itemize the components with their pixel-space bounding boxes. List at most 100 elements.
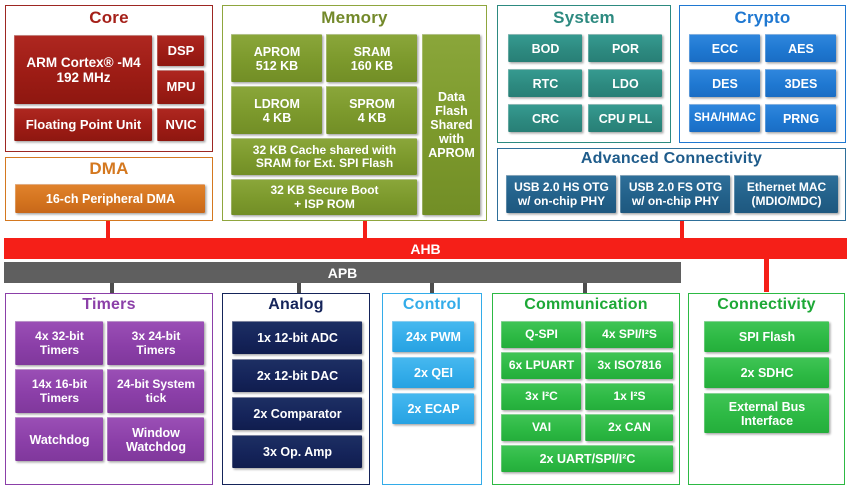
block-line: ECC <box>711 41 739 56</box>
block-line: POR <box>611 41 640 56</box>
block-line: 1x 12-bit ADC <box>257 331 338 345</box>
block-line: 160 KB <box>350 58 394 73</box>
block-line: MPU <box>166 79 196 95</box>
block-line: 24x PWM <box>406 330 461 344</box>
block-secure-boot-isp-rom: 32 KB Secure Boot + ISP ROM <box>231 179 417 215</box>
block-line: (MDIO/MDC) <box>751 193 822 208</box>
block-sprom: SPROM 4 KB <box>326 86 417 134</box>
block-ecc: ECC <box>689 34 760 62</box>
block-3x-iso7816: 3x ISO7816 <box>585 352 673 379</box>
block-line: 4x 32-bit <box>35 329 84 344</box>
block-line: w/ on-chip PHY <box>631 193 720 208</box>
bus-ahb-label: AHB <box>410 240 441 257</box>
panel-analog: Analog 1x 12-bit ADC 2x 12-bit DAC 2x Co… <box>222 293 370 485</box>
block-line: Data <box>437 90 466 104</box>
panel-connectivity-title: Connectivity <box>717 296 816 313</box>
panel-timers: Timers 4x 32-bit Timers 3x 24-bit Timers… <box>5 293 213 485</box>
block-usb-hs-otg: USB 2.0 HS OTG w/ on-chip PHY <box>506 175 616 213</box>
block-line: APROM <box>428 146 475 160</box>
block-line: DSP <box>167 42 195 58</box>
bus-ahb: AHB <box>4 238 847 259</box>
block-line: 192 MHz <box>56 70 111 85</box>
block-dac: 2x 12-bit DAC <box>232 359 362 392</box>
block-qei: 2x QEI <box>392 357 474 388</box>
block-line: 4 KB <box>262 110 292 125</box>
block-line: 2x 12-bit DAC <box>256 369 339 383</box>
block-line: 3x 24-bit <box>131 329 181 344</box>
block-arm-cortex-m4: ARM Cortex® -M4 192 MHz <box>14 35 152 104</box>
block-line: 16-ch Peripheral DMA <box>45 192 176 206</box>
panel-advanced-connectivity: Advanced Connectivity USB 2.0 HS OTG w/ … <box>497 148 846 221</box>
connector-ahb-to-connectivity <box>764 259 769 292</box>
block-data-flash: Data Flash Shared with APROM <box>422 34 480 215</box>
panel-memory: Memory APROM 512 KB SRAM 160 KB LDROM 4 … <box>222 5 487 221</box>
block-line: tick <box>145 390 167 405</box>
panel-dma-title: DMA <box>89 159 129 178</box>
block-ethernet-mac: Ethernet MAC (MDIO/MDC) <box>734 175 838 213</box>
block-bod: BOD <box>508 34 582 62</box>
block-floating-point-unit: Floating Point Unit <box>14 108 152 141</box>
block-2x-can: 2x CAN <box>585 414 673 441</box>
block-por: POR <box>588 34 662 62</box>
block-sha-hmac: SHA/HMAC <box>689 104 760 132</box>
block-spi-flash: SPI Flash <box>704 321 829 352</box>
connector-apb-to-control <box>430 283 434 293</box>
block-line: PRNG <box>782 111 820 126</box>
block-adc: 1x 12-bit ADC <box>232 321 362 354</box>
block-sram: SRAM 160 KB <box>326 34 417 82</box>
block-aprom: APROM 512 KB <box>231 34 322 82</box>
block-line: APROM <box>253 44 301 59</box>
panel-core-title: Core <box>89 8 129 27</box>
block-line: SRAM <box>353 44 391 59</box>
block-line: Shared <box>430 118 473 132</box>
block-line: w/ on-chip PHY <box>517 193 606 208</box>
block-watchdog: Watchdog <box>15 417 103 461</box>
panel-timers-title: Timers <box>82 296 136 313</box>
panel-system-title: System <box>553 8 615 27</box>
block-window-watchdog: Window Watchdog <box>107 417 204 461</box>
block-line: USB 2.0 FS OTG <box>628 180 723 195</box>
block-nvic: NVIC <box>157 108 204 141</box>
block-line: 24-bit System <box>116 377 196 392</box>
block-24bit-system-tick: 24-bit System tick <box>107 369 204 413</box>
block-line: Watchdog <box>126 439 186 454</box>
block-3x-24bit-timers: 3x 24-bit Timers <box>107 321 204 365</box>
block-line: BOD <box>531 41 560 56</box>
block-line: ARM Cortex® -M4 <box>26 54 141 70</box>
block-6x-lpuart: 6x LPUART <box>501 352 581 379</box>
panel-communication-title: Communication <box>524 296 648 313</box>
block-line: CRC <box>531 111 560 126</box>
block-4x-spi-i2s: 4x SPI/I²S <box>585 321 673 348</box>
block-line: External Bus <box>728 399 806 414</box>
block-line: AES <box>788 41 814 56</box>
block-line: Ethernet MAC <box>746 180 827 195</box>
block-line: 14x 16-bit <box>31 377 88 392</box>
block-1x-i2s: 1x I²S <box>585 383 673 410</box>
block-14x-16bit-timers: 14x 16-bit Timers <box>15 369 103 413</box>
panel-crypto: Crypto ECC AES DES 3DES SHA/HMAC PRNG <box>679 5 846 143</box>
block-mpu: MPU <box>157 70 204 104</box>
block-line: VAI <box>531 420 552 435</box>
block-line: 512 KB <box>255 58 299 73</box>
block-line: 2x Comparator <box>253 407 342 421</box>
block-ldrom: LDROM 4 KB <box>231 86 322 134</box>
panel-core: Core ARM Cortex® -M4 192 MHz DSP MPU Flo… <box>5 5 213 152</box>
panel-communication: Communication Q-SPI 4x SPI/I²S 6x LPUART… <box>492 293 680 485</box>
block-line: 32 KB Secure Boot <box>270 183 379 198</box>
block-line: 2x ECAP <box>407 402 460 416</box>
block-4x-32bit-timers: 4x 32-bit Timers <box>15 321 103 365</box>
block-line: SHA/HMAC <box>694 112 756 125</box>
block-3x-i2c: 3x I²C <box>501 383 581 410</box>
connector-apb-to-timers <box>110 283 114 293</box>
block-line: RTC <box>532 76 559 91</box>
block-line: USB 2.0 HS OTG <box>514 180 609 195</box>
block-line: 3x ISO7816 <box>597 358 662 373</box>
block-prng: PRNG <box>765 104 836 132</box>
block-line: NVIC <box>165 116 197 132</box>
panel-crypto-title: Crypto <box>734 8 791 27</box>
block-2x-uart-spi-i2c: 2x UART/SPI/I²C <box>501 445 673 472</box>
block-usb-fs-otg: USB 2.0 FS OTG w/ on-chip PHY <box>620 175 730 213</box>
panel-control-title: Control <box>402 296 462 313</box>
bus-apb-label: APB <box>327 264 358 281</box>
block-line: 2x UART/SPI/I²C <box>539 452 636 466</box>
